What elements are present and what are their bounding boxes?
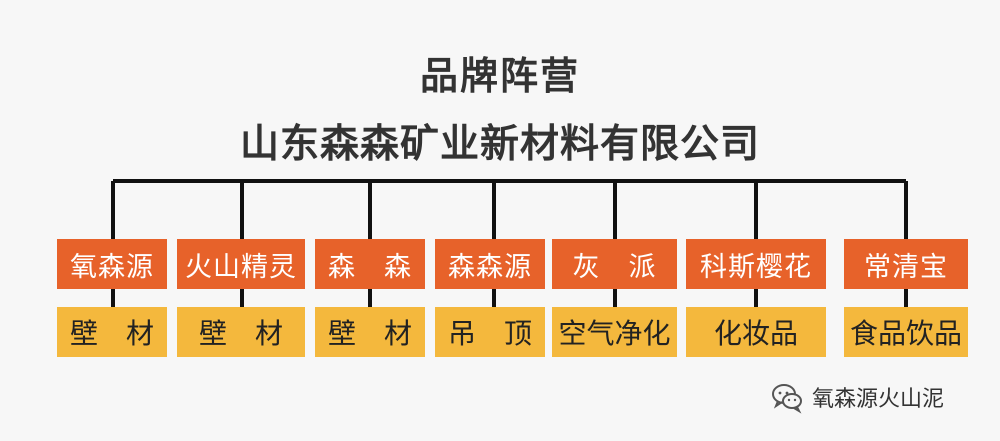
wechat-icon [772,384,802,414]
brand-box-sensenyuan: 森森源 [435,239,545,289]
category-box-air-purification: 空气净化 [552,307,677,357]
brand-box-sensen: 森 森 [315,239,425,289]
category-box-cosmetics: 化妆品 [686,307,826,357]
diagram-title: 品牌阵营 [419,53,580,98]
brand-box-volcano-elf: 火山精灵 [177,239,305,289]
category-box-food-drinks: 食品饮品 [844,307,968,357]
category-box-wall-material-3: 壁 材 [315,307,425,357]
watermark-text: 氧森源火山泥 [812,387,945,412]
category-box-ceiling: 吊 顶 [435,307,545,357]
category-box-wall-material-2: 壁 材 [177,307,305,357]
brand-box-changqingbao: 常清宝 [844,239,968,289]
brand-box-kesi-sakura: 科斯樱花 [686,239,826,289]
watermark: 氧森源火山泥 [770,380,944,414]
company-name: 山东森森矿业新材料有限公司 [239,121,760,167]
category-box-wall-material-1: 壁 材 [57,307,167,357]
brand-box-oxysenyuan: 氧森源 [57,239,167,289]
brand-box-huipai: 灰 派 [552,239,677,289]
